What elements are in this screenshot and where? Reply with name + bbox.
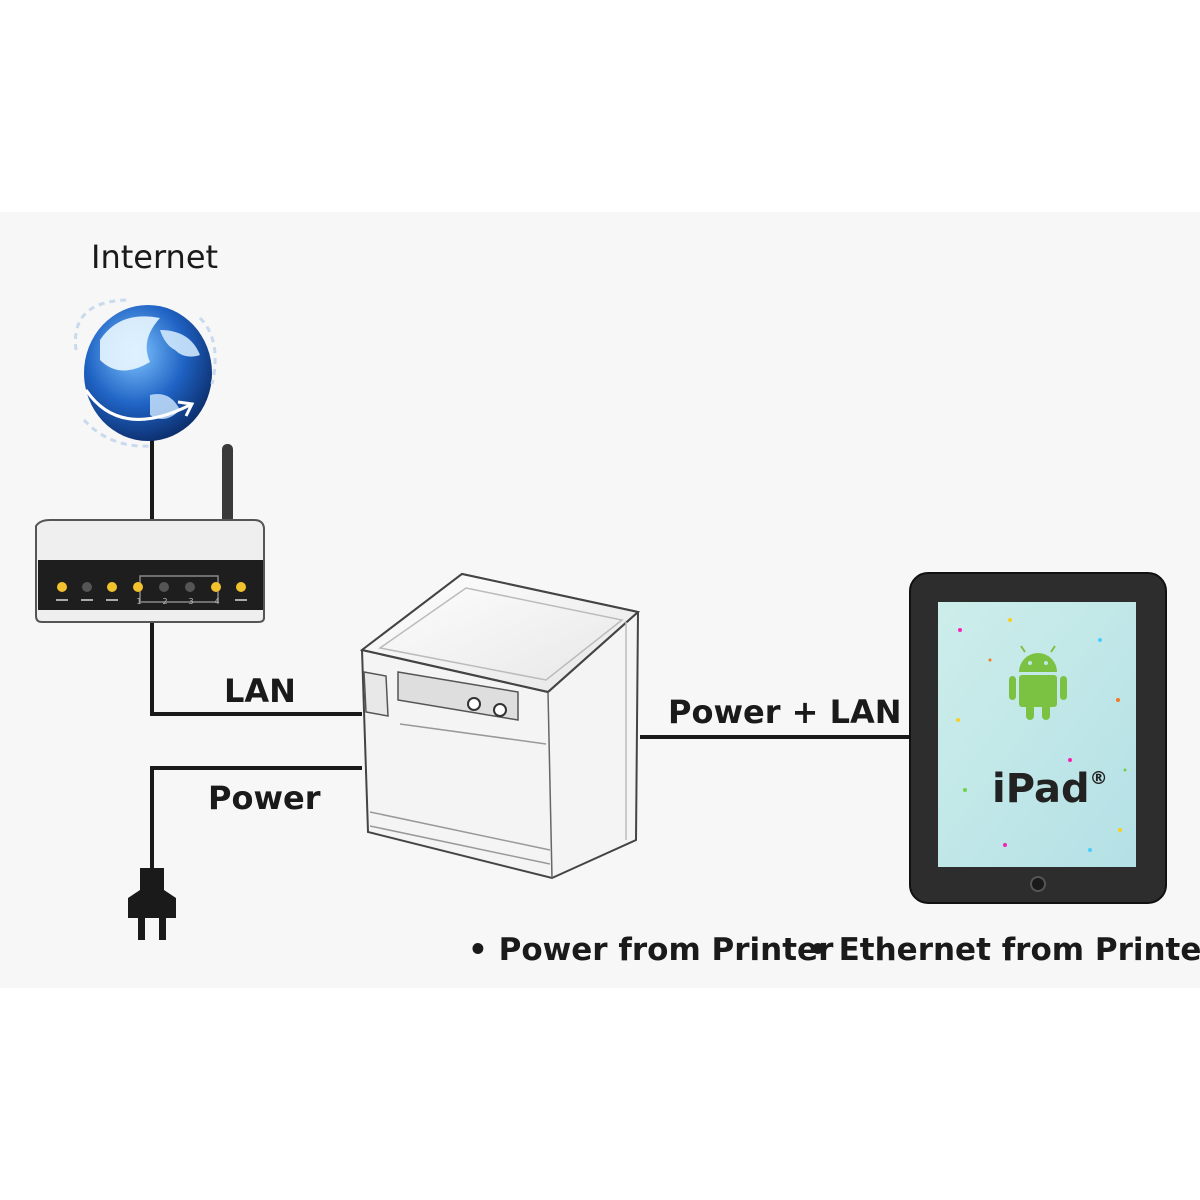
ipad-registered-mark: ®	[1089, 767, 1108, 789]
router-port-4: 4	[214, 597, 219, 606]
ipad-text: iPad	[992, 766, 1090, 812]
lan-label: LAN	[224, 672, 296, 710]
home-button-icon	[1030, 876, 1046, 892]
power-label: Power	[208, 779, 321, 817]
router-port-1: 1	[136, 597, 141, 606]
screen-confetti	[956, 618, 1127, 852]
router-port-3: 3	[188, 597, 193, 606]
power-cable	[150, 766, 362, 872]
internet-label: Internet	[91, 238, 219, 276]
ipad-label: iPad®	[992, 766, 1108, 812]
globe-icon	[73, 298, 217, 448]
power-plug-icon	[128, 868, 176, 940]
lan-cable	[150, 622, 362, 716]
router-icon: 1 2 3 4	[35, 444, 265, 623]
bullet-ethernet-from-printer: • Ethernet from Printer	[808, 932, 1200, 968]
printer-icon	[359, 572, 641, 880]
bullet-power-from-printer: • Power from Printer	[468, 932, 834, 968]
android-icon	[1009, 645, 1067, 720]
router-port-2: 2	[162, 597, 167, 606]
power-lan-label: Power + LAN	[668, 693, 902, 731]
router-leds	[57, 582, 246, 592]
tablet-icon	[909, 572, 1167, 904]
connection-lines	[150, 440, 912, 872]
